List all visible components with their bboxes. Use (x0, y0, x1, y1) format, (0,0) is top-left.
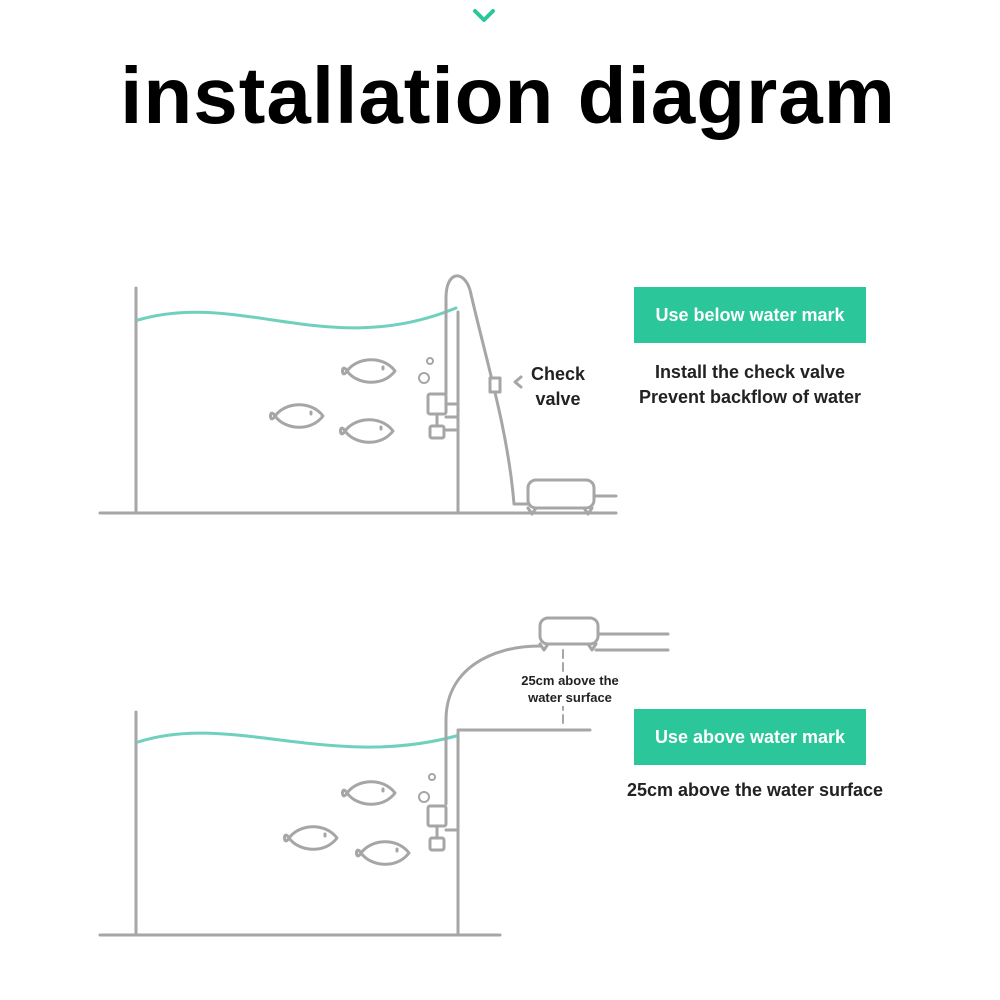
check-valve-label-line: valve (535, 389, 581, 409)
check-valve-pointer (513, 375, 523, 389)
fish-icon (355, 840, 411, 866)
below-water-mark-badge: Use below water mark (634, 287, 866, 343)
below-water-scene (98, 274, 618, 516)
water-hose (444, 644, 542, 806)
fish-icon (341, 780, 397, 806)
fish-icon (269, 403, 325, 429)
water-surface (136, 731, 458, 749)
aquarium-tank (98, 710, 502, 937)
pump-icon (426, 804, 460, 852)
chevron-down-icon (473, 9, 495, 22)
water-hose (444, 274, 530, 506)
fish-icon (283, 825, 339, 851)
above-water-mark-badge: Use above water mark (634, 709, 866, 765)
water-surface (136, 306, 458, 330)
check-valve-icon (488, 376, 502, 394)
height-label: 25cm above the water surface (508, 672, 632, 706)
height-label-line: 25cm above the (521, 673, 619, 688)
fish-icon (339, 418, 395, 444)
below-water-note-line: Prevent backflow of water (638, 387, 862, 407)
page-title: installation diagram (120, 51, 896, 140)
pump-icon (426, 392, 460, 440)
check-valve-label: Check valve (522, 362, 594, 412)
above-water-note: 25cm above the water surface (626, 780, 884, 800)
fish-icon (341, 358, 397, 384)
check-valve-label-line: Check (530, 364, 586, 384)
height-label-line: water surface (528, 690, 612, 705)
bubbles (418, 773, 436, 803)
below-water-note-line: Install the check valve (654, 362, 846, 382)
below-water-note: Install the check valve Prevent backflow… (620, 360, 880, 410)
above-water-scene (98, 616, 670, 937)
bubbles (418, 357, 434, 384)
air-pump-icon (526, 478, 618, 516)
air-pump-icon (538, 616, 600, 652)
support-shelf (456, 632, 670, 732)
